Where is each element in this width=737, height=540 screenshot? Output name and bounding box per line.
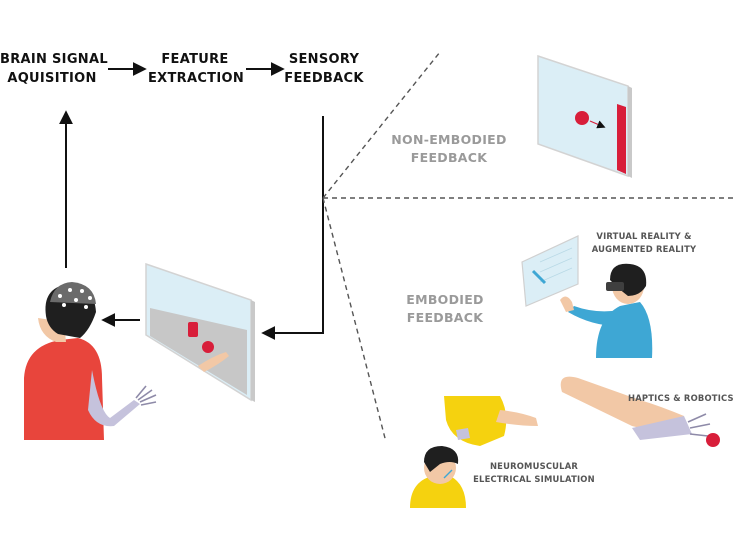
example-haptics-line1: HAPTICS & ROBOTICS: [628, 393, 734, 403]
step-feature-extraction: FEATURE EXTRACTION: [148, 51, 245, 89]
branch-dashed-lines: [322, 51, 737, 443]
step-feature-extraction-line2: EXTRACTION: [148, 70, 245, 86]
eeg-user-figure: [24, 282, 157, 440]
branch-non-embodied-feedback: NON-EMBODIED FEEDBACK: [390, 131, 508, 167]
branch-embodied-line1: EMBODIED: [406, 292, 484, 307]
step-brain-signal-acquisition-line2: AQUISITION: [7, 70, 97, 86]
example-nmes-line1: NEUROMUSCULAR: [489, 461, 579, 471]
cup-icon: [188, 322, 198, 337]
example-vr-ar: VIRTUAL REALITY & AUGMENTED REALITY: [588, 230, 700, 256]
branch-non-embodied-line2: FEEDBACK: [410, 150, 488, 166]
branch-embodied-feedback: EMBODIED FEEDBACK: [400, 291, 490, 327]
target-bar: [617, 104, 626, 174]
vr-headset: [606, 282, 624, 291]
example-nmes-line2: ELECTRICAL SIMULATION: [473, 474, 595, 485]
target-ball: [202, 341, 214, 353]
branch-non-embodied-line1: NON-EMBODIED: [391, 132, 507, 147]
central-feedback-screen: [145, 262, 255, 402]
non-embodied-screen: [537, 54, 632, 178]
step-sensory-feedback-line1: SENSORY: [288, 52, 360, 67]
step-brain-signal-acquisition: BRAIN SIGNAL AQUISITION: [0, 51, 108, 89]
example-haptics-robotics: HAPTICS & ROBOTICS: [628, 392, 734, 405]
eeg-cap: [50, 282, 96, 304]
example-vr-ar-line2: AUGMENTED REALITY: [591, 244, 697, 255]
prosthetic-hand: [135, 385, 157, 406]
example-vr-ar-line1: VIRTUAL REALITY &: [596, 231, 692, 241]
step-feature-extraction-line1: FEATURE: [161, 52, 229, 67]
step-sensory-feedback: SENSORY FEEDBACK: [284, 51, 364, 89]
branch-embodied-line2: FEEDBACK: [406, 310, 484, 326]
step-sensory-feedback-line2: FEEDBACK: [284, 70, 364, 86]
haptic-robotic-arm: [560, 376, 720, 447]
arrow-feedback-to-screen: [261, 116, 324, 340]
vr-ar-user-figure: [521, 235, 653, 358]
step-brain-signal-acquisition-line1: BRAIN SIGNAL: [0, 52, 108, 67]
grasped-ball: [706, 433, 720, 447]
virtual-hand: [198, 352, 229, 372]
example-nmes: NEUROMUSCULAR ELECTRICAL SIMULATION: [472, 460, 596, 486]
nmes-user-figure: [410, 396, 538, 508]
cursor-ball: [575, 111, 589, 125]
